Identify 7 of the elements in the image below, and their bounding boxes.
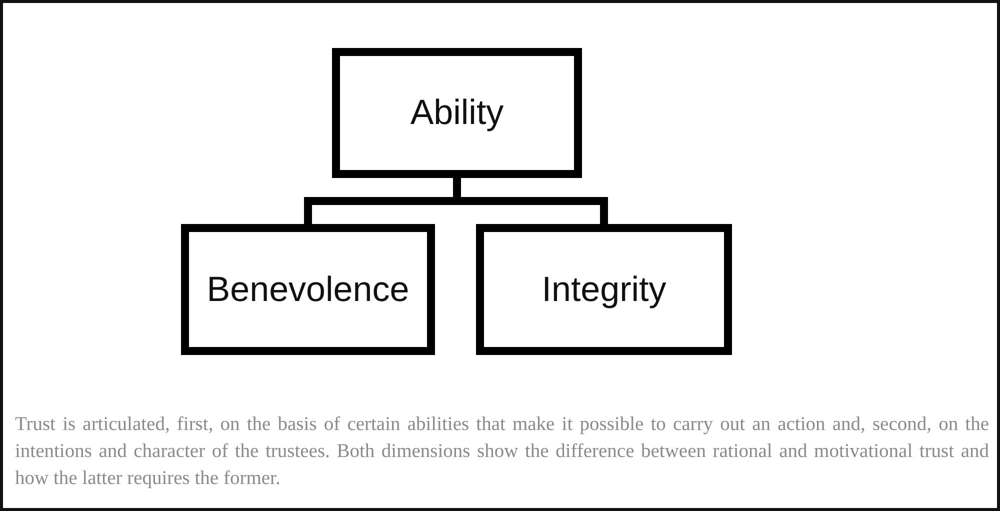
- node-box: [332, 48, 582, 178]
- node-box: [476, 224, 732, 355]
- node-label: Benevolence: [206, 270, 410, 310]
- node-label: Integrity: [542, 270, 666, 310]
- caption: Trust is articulated, first, on the basis of certain abilities that make it possible to carry out an action and, second, on the intentions and character of the trustees. Both dimensions show the difference between rational and motivational trust and how the latter requires the former.: [15, 413, 989, 491]
- node-box: [181, 224, 435, 355]
- node-label: Ability: [410, 93, 504, 133]
